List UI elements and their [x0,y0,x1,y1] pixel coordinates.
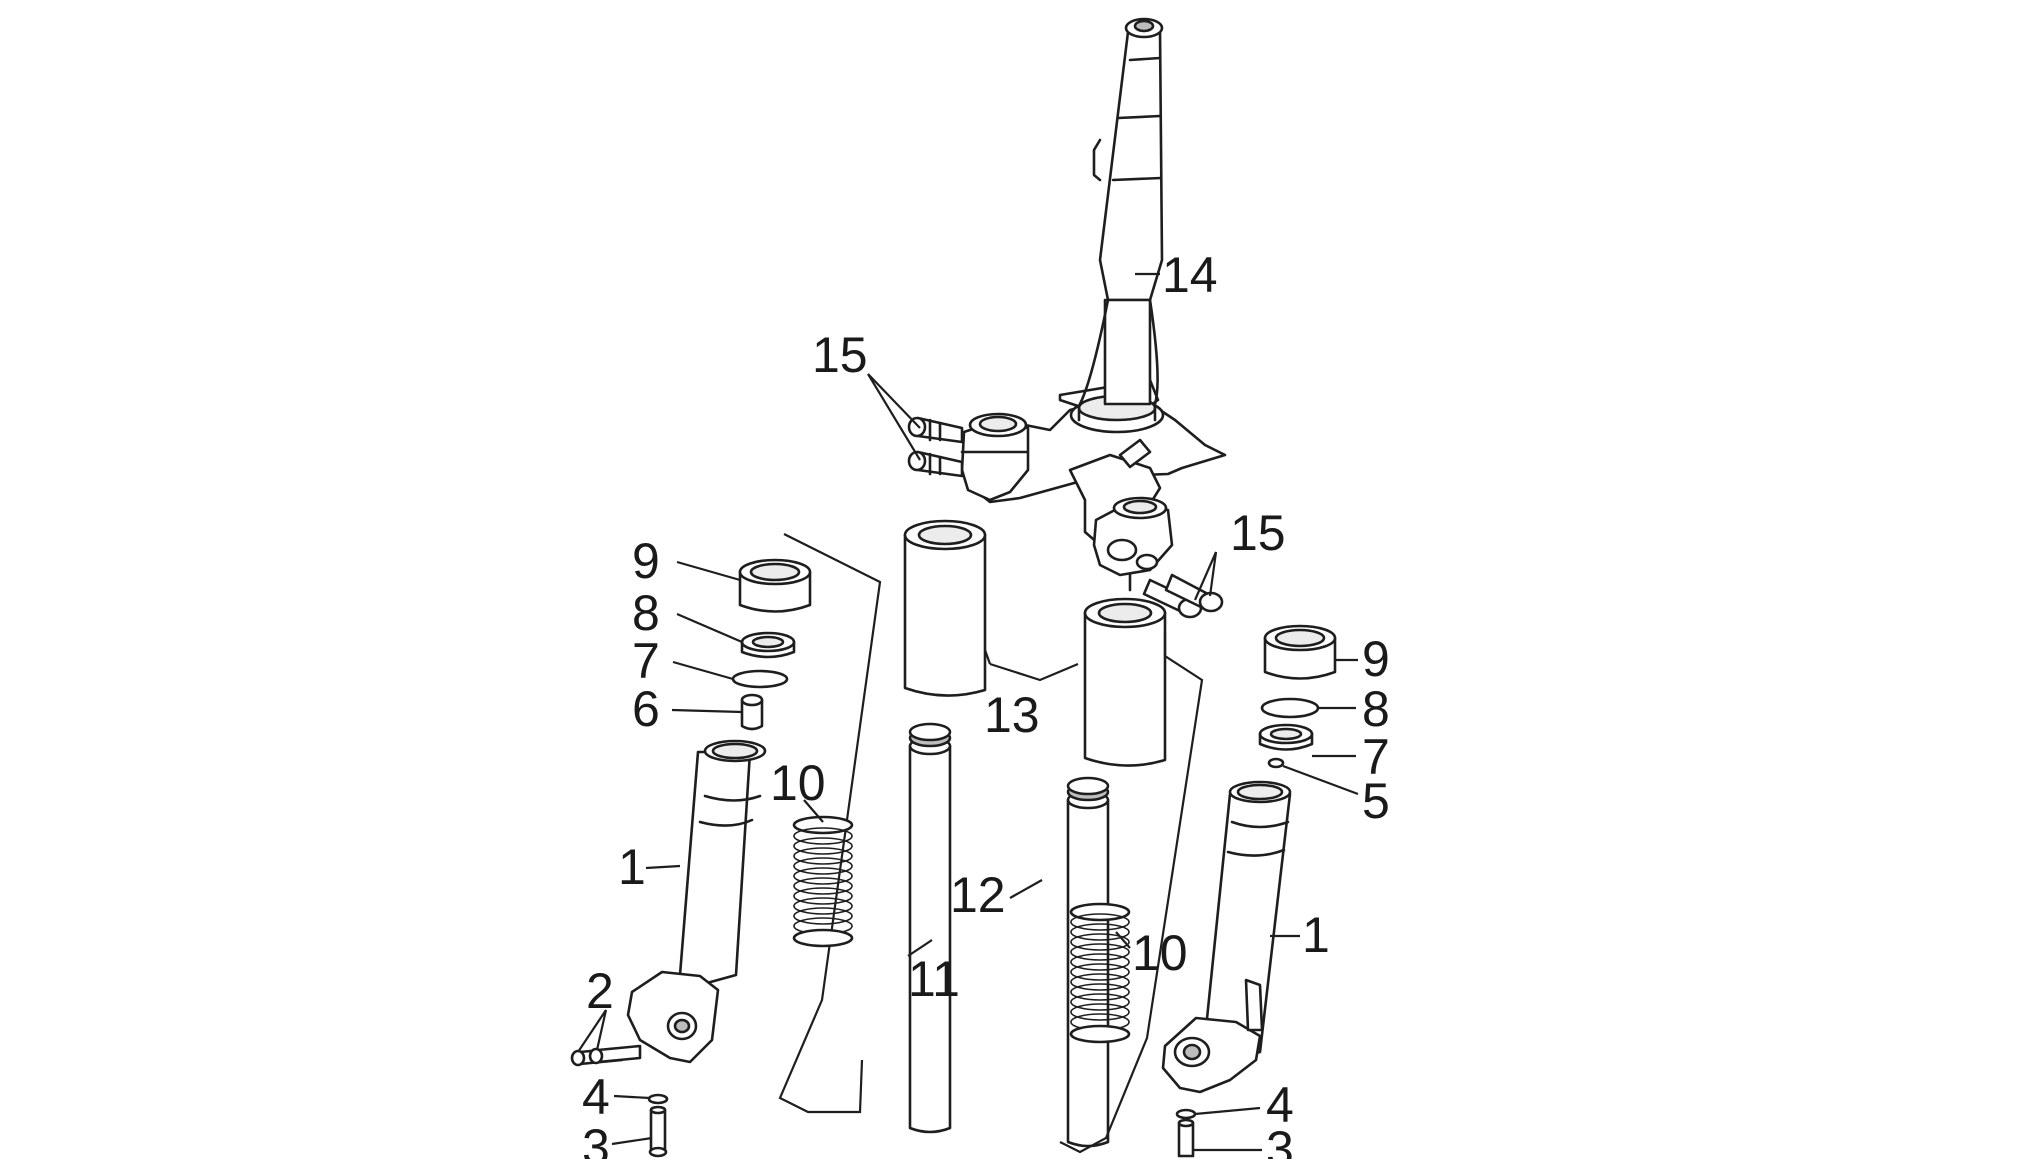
inner-fork-tube-left [908,722,952,1134]
clamp-bolt-lower-left [907,450,964,478]
callout-11: 11 [908,951,960,1007]
callout-8-left: 8 [632,585,660,641]
callout-9-left: 9 [632,533,660,589]
callout-13: 13 [984,687,1040,743]
oil-seal-8-left [740,631,796,659]
dust-cover-9-left [738,558,812,613]
damper-bolt-3-right [1177,1118,1195,1158]
snap-ring-8-right [1260,697,1320,719]
oil-seal-7-right [1258,723,1314,751]
callout-9-right: 9 [1362,631,1390,687]
callout-14: 14 [1162,247,1218,303]
callout-1-right: 1 [1302,907,1330,963]
damper-bolt-3-left [648,1105,668,1158]
inner-fork-tube-right [1066,776,1110,1148]
callout-2: 2 [586,963,614,1019]
left-fork-assembly-outline [778,533,882,1114]
fork-cover-tube-right [1083,597,1167,767]
callout-7-left: 7 [632,633,660,689]
caliper-bolt-2b [588,1044,642,1065]
callout-6: 6 [632,681,660,737]
callout-4-left: 4 [582,1069,610,1125]
callout-7-right: 7 [1362,729,1390,785]
washer-4-right [1175,1108,1197,1120]
callout-8-right: 8 [1362,681,1390,737]
right-fork-assembly-outline [1059,632,1204,1154]
washer-4-left [647,1093,669,1105]
bushing-6-left [740,693,764,731]
callout-10-right: 10 [1132,925,1188,981]
callout-15-left: 15 [812,327,868,383]
dust-cover-9-right [1263,624,1337,680]
fork-spring-right [1069,902,1131,1044]
callout-4-right: 4 [1266,1077,1294,1133]
triple-clamp [960,298,1227,592]
callout-15-right: 15 [1230,505,1286,561]
fork-slider-right [1161,780,1292,1094]
washer-5-right [1267,757,1285,769]
callout-12: 12 [950,867,1006,923]
clamp-bolt-upper-left [907,416,964,444]
callout-10-left: 10 [770,755,826,811]
callout-1-left: 1 [618,839,646,895]
snap-ring-7-left [731,669,789,689]
fork-slider-left [626,739,767,1064]
leader-lines [577,272,1359,1152]
callout-3-left: 3 [582,1119,610,1159]
callout-3-right: 3 [1266,1121,1294,1159]
callout-5: 5 [1362,773,1390,829]
fork-spring-left [792,815,854,948]
fork-cover-tube-left [903,519,987,697]
